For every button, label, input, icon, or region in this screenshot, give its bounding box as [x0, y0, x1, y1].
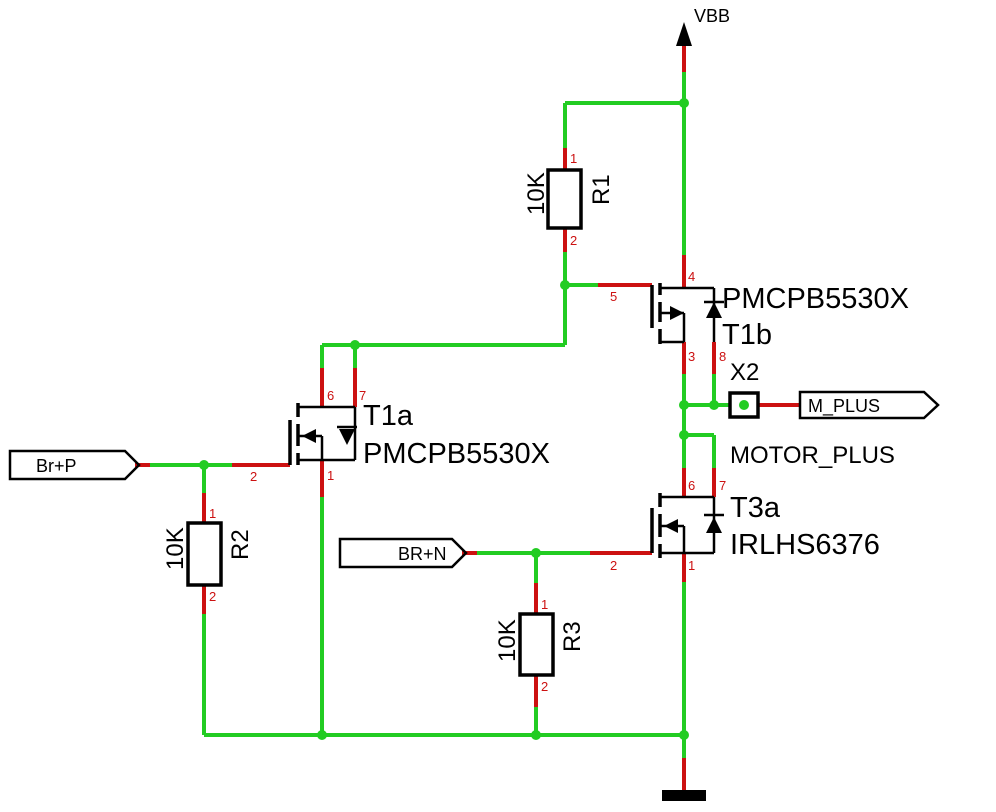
- pin-stubs: [135, 45, 800, 790]
- m-plus-port-label: M_PLUS: [808, 396, 880, 417]
- r3-name: R3: [559, 621, 586, 652]
- mosfet-t1b: 5 4 3 8 PMCPB5530X T1b: [610, 269, 909, 364]
- r3-pin2: 2: [541, 679, 548, 694]
- r1-pin1: 1: [570, 151, 577, 166]
- t3a-arrow-icon: [664, 519, 678, 533]
- vbb-label: VBB: [694, 6, 730, 26]
- r2-pin1: 1: [209, 506, 216, 521]
- r3-value: 10K: [494, 619, 521, 662]
- t1b-diode-icon: [706, 302, 722, 318]
- t3a-pin-source: 1: [688, 558, 695, 573]
- r1-name: R1: [588, 174, 615, 205]
- t3a-pin-drain: 6: [688, 478, 695, 493]
- resistor-r2: 1 2 10K R2: [162, 506, 254, 604]
- port-m-plus: M_PLUS: [798, 390, 940, 420]
- ground-bar: [662, 790, 706, 801]
- motor-plus-net-label: MOTOR_PLUS: [730, 442, 895, 469]
- br-n-port-label: BR+N: [398, 544, 447, 564]
- t1a-pin-source: 1: [327, 468, 334, 483]
- vbb-supply-symbol: VBB: [676, 6, 730, 46]
- port-br-p: Br+P: [8, 449, 141, 481]
- br-p-port-label: Br+P: [36, 456, 77, 476]
- t3a-pin-body: 7: [719, 478, 726, 493]
- resistor-r3: 1 2 10K R3: [494, 597, 586, 694]
- junction-dots: [199, 98, 749, 740]
- r2-value: 10K: [162, 527, 189, 570]
- supply-arrow-icon: [676, 22, 692, 46]
- port-br-n: BR+N: [338, 537, 468, 569]
- r1-pin2: 2: [570, 233, 577, 248]
- r2-pin2: 2: [209, 589, 216, 604]
- t3a-part: IRLHS6376: [730, 529, 880, 561]
- t1b-pin-drain: 3: [688, 349, 695, 364]
- mosfet-t3a: 2 1 6 7 T3a IRLHS6376: [610, 478, 880, 573]
- t1b-name: T1b: [722, 319, 772, 351]
- t1b-pin-gate: 5: [610, 289, 617, 304]
- t1b-part: PMCPB5530X: [722, 283, 909, 315]
- r1-value: 10K: [523, 172, 550, 215]
- t1a-pin-body: 7: [359, 388, 366, 403]
- r2-name: R2: [227, 529, 254, 560]
- t1a-diode-icon: [339, 429, 355, 445]
- t1b-arrow-icon: [670, 306, 684, 320]
- t1a-part: PMCPB5530X: [363, 438, 550, 470]
- t3a-name: T3a: [730, 492, 781, 524]
- t1a-pin-gate: 2: [250, 469, 257, 484]
- t1b-pin-source: 4: [688, 269, 695, 284]
- connector-x2: X2: [728, 359, 760, 419]
- resistor-r1: 1 2 10K R1: [523, 151, 615, 248]
- x2-name: X2: [730, 359, 759, 386]
- t3a-diode-icon: [706, 517, 722, 533]
- t1a-name: T1a: [363, 400, 414, 432]
- t3a-pin-gate: 2: [610, 558, 617, 573]
- t1a-pin-drain: 6: [327, 388, 334, 403]
- mosfet-t1a: 2 1 6 7 T1a PMCPB5530X: [250, 388, 550, 484]
- t1a-arrow-icon: [302, 429, 316, 443]
- wires: [148, 70, 730, 760]
- t1b-pin-body: 8: [719, 349, 726, 364]
- r3-pin1: 1: [541, 597, 548, 612]
